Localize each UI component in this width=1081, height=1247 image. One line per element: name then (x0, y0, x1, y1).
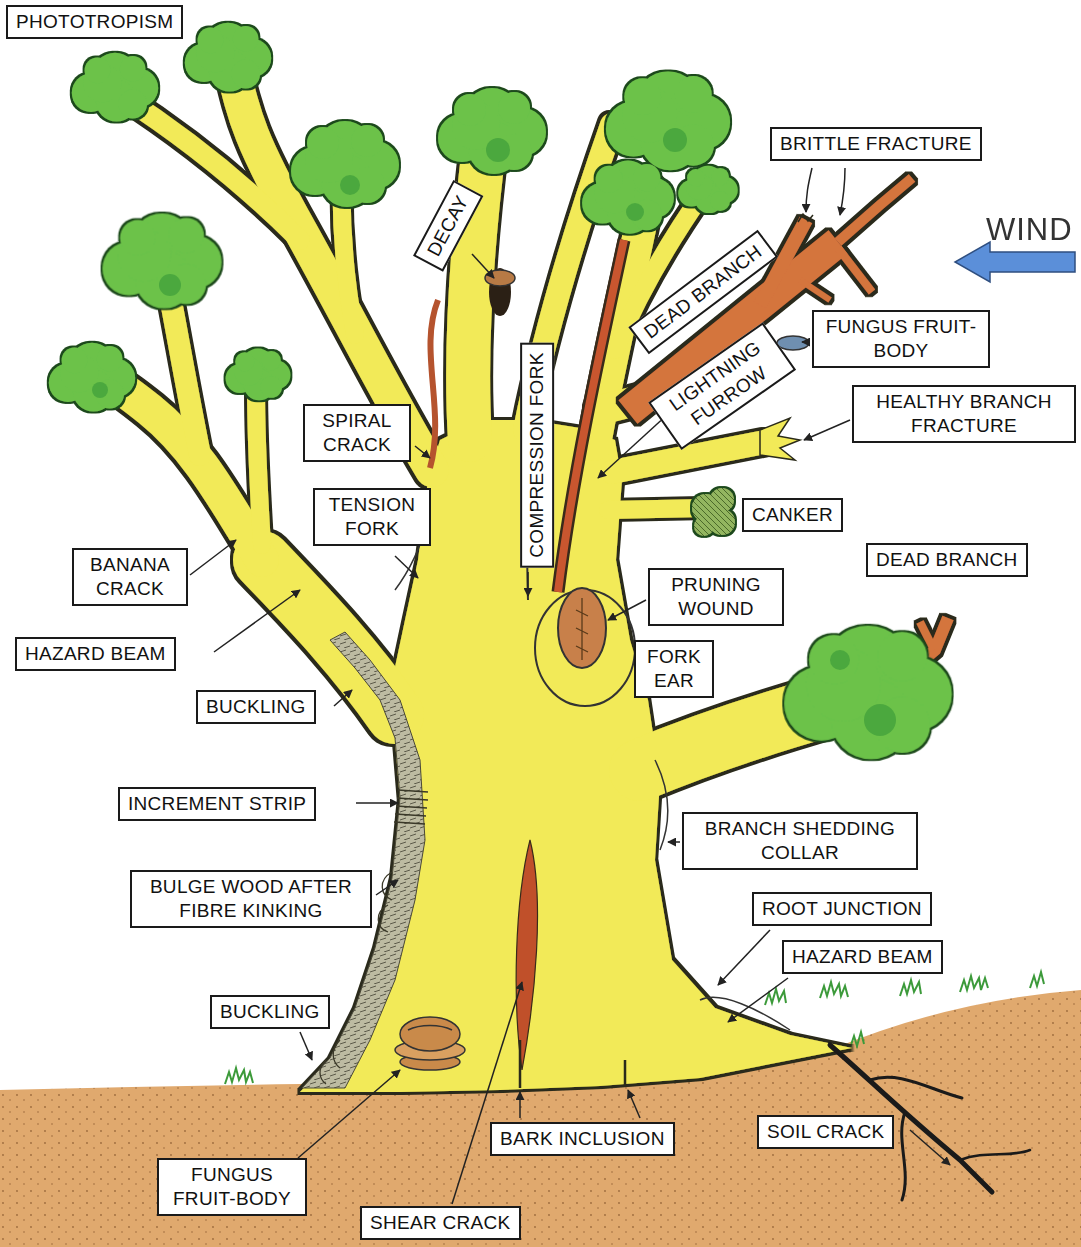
label-text: BRANCH SHEDDING COLLAR (692, 817, 908, 865)
label-box: BANANA CRACK (72, 548, 188, 606)
shear-crack (516, 840, 537, 1070)
label-box: FORK EAR (634, 640, 714, 698)
label-box: SOIL CRACK (757, 1115, 894, 1149)
label-box: HEALTHY BRANCH FRACTURE (852, 385, 1076, 443)
branch-fracture-splinters (760, 418, 800, 460)
shedding-collar (655, 760, 668, 850)
label-text: SPIRAL CRACK (313, 409, 401, 457)
label-box: PRUNING WOUND (648, 568, 784, 626)
label-box: FUNGUS FRUIT-BODY (157, 1158, 307, 1216)
label-text: PHOTOTROPISM (16, 10, 173, 34)
pruning-wound (558, 588, 606, 668)
bark-inclusion (520, 1040, 625, 1088)
label-text: BUCKLING (220, 1000, 320, 1024)
label-box: BARK INCLUSION (490, 1122, 675, 1156)
label-text: BULGE WOOD AFTER FIBRE KINKING (140, 875, 362, 923)
label-box: BUCKLING (196, 690, 316, 724)
fungus-bracket (395, 1017, 465, 1070)
label-text: TENSION FORK (323, 493, 421, 541)
label-box: TENSION FORK (313, 488, 431, 546)
lightning-furrow-fill (558, 240, 624, 592)
wind-label: WIND (986, 212, 1073, 248)
wind-arrow (955, 242, 1075, 282)
label-box: ROOT JUNCTION (752, 892, 932, 926)
label-text: FUNGUS FRUIT-BODY (822, 315, 980, 363)
label-text: HAZARD BEAM (792, 945, 933, 969)
label-box: SHEAR CRACK (360, 1206, 521, 1240)
brittle-fracture-end (798, 214, 813, 222)
label-text: FORK EAR (644, 645, 704, 693)
label-box: BRANCH SHEDDING COLLAR (682, 812, 918, 870)
label-box: BUCKLING (210, 995, 330, 1029)
root-junction-line (700, 997, 790, 1030)
label-box: DEAD BRANCH (866, 543, 1028, 577)
label-text: PRUNING WOUND (658, 573, 774, 621)
tree-body (92, 65, 852, 1092)
label-text: SOIL CRACK (767, 1120, 884, 1144)
label-text: BANANA CRACK (82, 553, 178, 601)
label-text: INCREMENT STRIP (128, 792, 306, 816)
label-text: SHEAR CRACK (370, 1211, 511, 1235)
label-box: BULGE WOOD AFTER FIBRE KINKING (130, 870, 372, 928)
foliage-shade (92, 128, 896, 736)
label-text: BRITTLE FRACTURE (780, 132, 972, 156)
label-box: HAZARD BEAM (15, 637, 176, 671)
pruning-wound-scar (576, 598, 588, 660)
label-box: PHOTOTROPISM (6, 5, 183, 39)
label-text: FUNGUS FRUIT-BODY (167, 1163, 297, 1211)
label-text: COMPRESSION FORK (525, 352, 549, 557)
canker (692, 488, 735, 536)
label-box: COMPRESSION FORK (520, 342, 554, 567)
label-box: SPIRAL CRACK (303, 404, 411, 462)
fungus-small (777, 336, 809, 350)
label-box: FUNGUS FRUIT-BODY (812, 310, 990, 368)
label-text: CANKER (752, 503, 833, 527)
label-text: HAZARD BEAM (25, 642, 166, 666)
label-text: BUCKLING (206, 695, 306, 719)
label-text: ROOT JUNCTION (762, 897, 922, 921)
label-text: DEAD BRANCH (876, 548, 1018, 572)
label-text: BARK INCLUSION (500, 1127, 665, 1151)
label-text: HEALTHY BRANCH FRACTURE (862, 390, 1066, 438)
label-box: CANKER (742, 498, 843, 532)
label-box: BRITTLE FRACTURE (770, 127, 982, 161)
label-box: INCREMENT STRIP (118, 787, 316, 821)
label-box: HAZARD BEAM (782, 940, 943, 974)
spiral-crack (430, 300, 438, 468)
lightning-furrow (558, 240, 624, 592)
